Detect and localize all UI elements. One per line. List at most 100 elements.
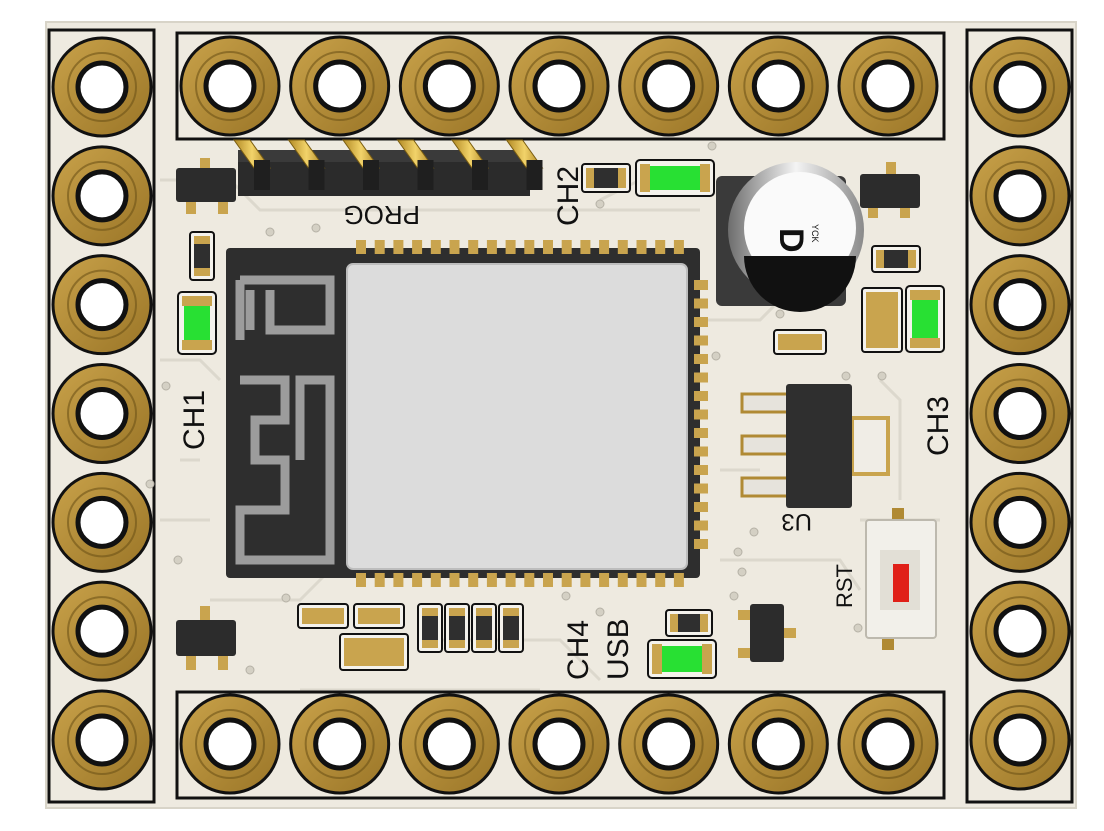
via: [311, 223, 321, 233]
label-ch4: CH4: [562, 620, 595, 680]
module-pad: [694, 372, 708, 383]
label-ch3: CH3: [922, 396, 955, 456]
module-pad: [449, 573, 460, 587]
header-pad-top: [398, 35, 500, 137]
resistor-ch1: [189, 231, 215, 281]
capacitor-c1: [773, 329, 827, 355]
via: [733, 547, 743, 557]
module-pad: [393, 240, 404, 254]
resistor-array: [417, 603, 443, 653]
module-pad: [524, 573, 535, 587]
header-pad-left: [51, 363, 153, 464]
esp-module: [226, 240, 708, 587]
module-pad: [694, 298, 708, 309]
header-pad-right: [969, 145, 1071, 247]
header-pad-left: [51, 580, 153, 682]
module-pad: [412, 240, 423, 254]
reset-button-actuator[interactable]: [893, 564, 909, 602]
cap-mark: D: [772, 228, 810, 253]
u3-label: U3: [781, 508, 812, 535]
transistor-q4: [738, 604, 796, 662]
header-pad-top: [179, 35, 281, 137]
header-pad-bottom: [837, 693, 939, 795]
module-pad: [356, 573, 366, 587]
module-pad: [524, 240, 535, 254]
led-usb: [647, 639, 717, 679]
via: [595, 607, 605, 617]
bottom-header-outline: [175, 690, 946, 800]
module-pad: [393, 573, 404, 587]
prog-pin: [505, 139, 544, 190]
module-pad: [412, 573, 423, 587]
module-pad: [561, 573, 572, 587]
header-pad-bottom: [289, 693, 391, 795]
via: [595, 199, 605, 209]
regulator-u3: U3: [740, 384, 890, 535]
via: [281, 593, 291, 603]
module-pad: [599, 240, 610, 254]
via: [173, 555, 183, 565]
led-ch3: [905, 285, 945, 353]
module-pad: [374, 573, 385, 587]
module-pad: [694, 391, 708, 401]
header-pad-right: [969, 36, 1071, 138]
via: [145, 479, 155, 489]
transistor-q2: [860, 162, 920, 218]
capacitor-c3: [297, 603, 349, 629]
header-pad-left: [51, 254, 153, 356]
module-pad: [636, 240, 647, 254]
header-pad-right: [969, 580, 1071, 682]
module-pad: [374, 240, 385, 254]
capacitor-c4: [353, 603, 405, 629]
header-pad-top: [727, 35, 829, 137]
via: [561, 591, 571, 601]
reset-button[interactable]: [865, 508, 937, 650]
label-prog: PROG: [343, 200, 420, 230]
module-pad: [505, 240, 516, 254]
electrolytic-capacitor: D YCK: [716, 162, 864, 312]
module-pad: [430, 240, 441, 254]
via: [737, 567, 747, 577]
header-pad-right: [969, 471, 1071, 573]
module-pad: [505, 573, 516, 587]
prog-pin: [233, 139, 271, 190]
module-pad: [655, 240, 666, 254]
header-pad-top: [618, 35, 720, 137]
resistor-ch3: [871, 245, 921, 273]
via: [853, 623, 863, 633]
header-pad-left: [51, 145, 153, 247]
via: [245, 665, 255, 675]
module-pad: [694, 317, 708, 327]
capacitor-c5: [339, 633, 409, 671]
header-pad-bottom: [508, 693, 610, 795]
module-pad: [694, 409, 708, 420]
led-ch1: [177, 291, 217, 355]
left-header-outline: [47, 28, 156, 804]
module-pad: [694, 465, 708, 475]
module-pad: [599, 573, 610, 587]
module-pad: [543, 240, 553, 254]
header-pad-bottom: [398, 693, 500, 795]
prog-pin: [451, 139, 489, 190]
module-pad: [636, 573, 647, 587]
header-pad-bottom: [179, 693, 281, 795]
label-ch1: CH1: [178, 390, 211, 450]
module-pad: [449, 240, 460, 254]
via: [841, 371, 851, 381]
module-pad: [694, 502, 708, 512]
via: [729, 591, 739, 601]
header-pad-right: [969, 254, 1071, 356]
module-pad: [543, 573, 553, 587]
via: [265, 227, 275, 237]
module-pad: [486, 573, 497, 587]
module-pad: [430, 573, 441, 587]
module-pad: [580, 573, 591, 587]
rf-shield: [346, 263, 688, 570]
via: [877, 371, 887, 381]
header-pad-top: [837, 35, 939, 137]
resistor-array: [471, 603, 497, 653]
header-pad-right: [969, 363, 1071, 464]
prog-pin: [287, 139, 326, 190]
prog-header: [233, 139, 544, 196]
